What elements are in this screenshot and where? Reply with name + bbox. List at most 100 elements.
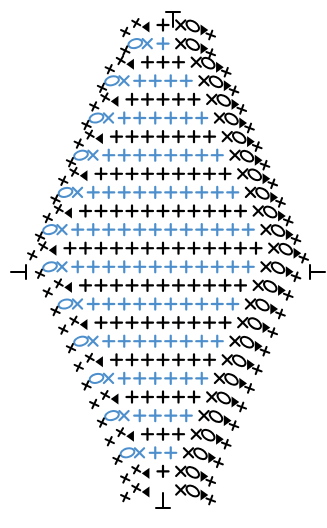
turning-chains <box>10 11 326 509</box>
single-crochet-stitch <box>148 409 162 423</box>
single-crochet-stitch <box>164 297 178 311</box>
single-crochet-stitch <box>102 260 116 274</box>
single-crochet-stitch <box>179 111 193 125</box>
single-crochet-stitch <box>202 204 217 218</box>
single-crochet-stitch <box>140 353 155 367</box>
increase-marker <box>223 80 232 92</box>
increase-marker <box>48 244 57 256</box>
edge-stitch <box>290 271 302 283</box>
single-crochet-stitch <box>133 111 147 125</box>
slip-stitch <box>141 37 153 50</box>
single-crochet-stitch <box>187 204 201 218</box>
slip-stitch <box>252 279 264 292</box>
single-crochet-stitch <box>164 185 178 199</box>
increase-marker <box>64 207 72 219</box>
edge-stitch <box>73 361 84 372</box>
single-crochet-stitch <box>86 223 100 237</box>
single-crochet-stitch <box>195 185 209 199</box>
chain-stitch <box>239 335 255 349</box>
stitch-grid <box>63 18 263 478</box>
slip-stitch <box>175 484 187 496</box>
edge-stitch <box>259 345 271 357</box>
single-crochet-stitch <box>140 204 155 218</box>
increase-marker <box>270 303 278 315</box>
chain-stitch <box>239 149 255 163</box>
single-crochet-stitch <box>117 223 131 237</box>
single-crochet-stitch <box>156 241 170 255</box>
single-crochet-stitch <box>218 278 232 292</box>
edge-stitch <box>58 175 69 186</box>
increase-marker <box>293 247 302 259</box>
single-crochet-stitch <box>133 334 147 348</box>
chain-stitch <box>270 224 286 237</box>
single-crochet-stitch <box>133 409 147 423</box>
increase-marker <box>262 322 271 334</box>
single-crochet-stitch <box>156 353 170 367</box>
edge-stitch <box>282 290 294 301</box>
single-crochet-stitch <box>140 92 155 107</box>
chain-stitch <box>201 428 216 442</box>
increase-marker <box>285 229 294 241</box>
single-crochet-stitch <box>164 223 178 237</box>
single-crochet-stitch <box>171 55 186 69</box>
single-crochet-stitch <box>117 371 131 385</box>
chain-stitch <box>42 261 58 273</box>
single-crochet-stitch <box>78 204 93 218</box>
single-crochet-stitch <box>171 241 186 255</box>
chain-stitch <box>73 149 89 161</box>
single-crochet-stitch <box>156 464 170 478</box>
increase-marker <box>239 117 247 129</box>
slip-stitch <box>118 409 130 422</box>
edge-stitch <box>290 234 302 245</box>
edge-stitch <box>115 55 126 66</box>
single-crochet-stitch <box>187 167 201 181</box>
single-crochet-stitch <box>210 334 224 348</box>
single-crochet-stitch <box>187 241 201 255</box>
single-crochet-stitch <box>171 316 186 330</box>
single-crochet-stitch <box>241 223 255 237</box>
single-crochet-stitch <box>156 18 170 32</box>
increase-marker <box>270 191 278 203</box>
single-crochet-stitch <box>179 409 193 423</box>
chain-stitch <box>255 187 270 200</box>
single-crochet-stitch <box>171 390 186 404</box>
single-crochet-stitch <box>179 260 193 274</box>
single-crochet-stitch <box>148 260 162 274</box>
chain-stitch <box>232 354 247 368</box>
increase-marker <box>126 58 134 70</box>
edge-stitch <box>53 204 64 214</box>
single-crochet-stitch <box>125 167 139 181</box>
increase-marker <box>141 467 150 479</box>
increase-marker <box>79 170 88 182</box>
chain-stitch <box>255 298 270 312</box>
single-crochet-stitch <box>179 74 193 88</box>
chain-stitch <box>185 19 200 33</box>
single-crochet-stitch <box>86 260 100 274</box>
slip-stitch <box>175 37 187 50</box>
single-crochet-stitch <box>109 241 124 255</box>
single-crochet-stitch <box>117 111 131 125</box>
single-crochet-stitch <box>179 148 193 162</box>
single-crochet-stitch <box>109 316 124 330</box>
single-crochet-stitch <box>94 278 108 292</box>
edge-stitch <box>42 212 53 224</box>
single-crochet-stitch <box>78 278 93 292</box>
single-crochet-stitch <box>187 353 201 367</box>
increase-marker <box>79 319 88 331</box>
edge-stitch <box>120 45 131 56</box>
single-crochet-stitch <box>125 316 139 330</box>
single-crochet-stitch <box>156 390 170 404</box>
chain-stitch <box>185 484 200 498</box>
edge-stitch <box>213 457 224 469</box>
slip-stitch <box>71 298 84 310</box>
single-crochet-stitch <box>117 185 131 199</box>
chain-stitch <box>104 410 120 422</box>
edge-stitch <box>267 178 279 190</box>
single-crochet-stitch <box>187 390 201 404</box>
edge-stitch <box>298 252 310 264</box>
increase-marker <box>110 393 119 405</box>
increase-marker <box>223 415 232 427</box>
edge-stitch <box>34 231 46 242</box>
edge-stitch <box>120 26 131 38</box>
single-crochet-stitch <box>202 353 217 367</box>
